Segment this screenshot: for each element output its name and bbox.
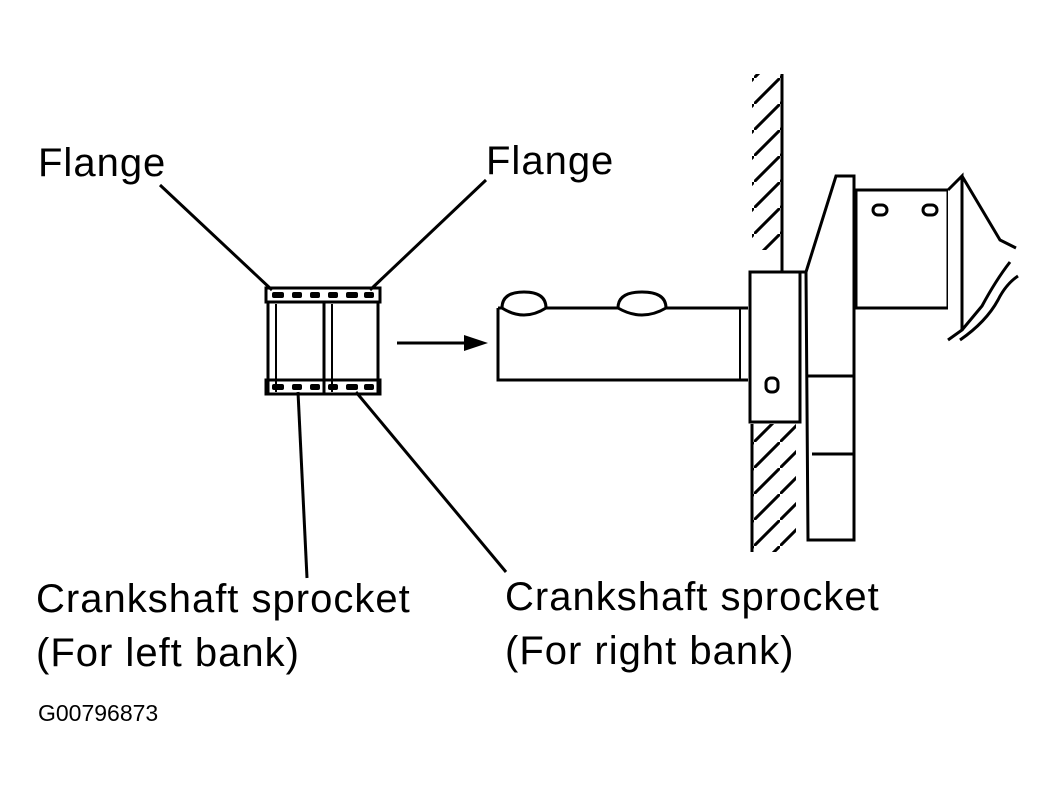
top-flange bbox=[264, 286, 382, 304]
crankshaft bbox=[496, 74, 1019, 552]
sprocket-assembly bbox=[264, 286, 382, 396]
label-flange-left: Flange bbox=[38, 141, 167, 185]
label-sprocket-left-line2: (For left bank) bbox=[36, 631, 300, 675]
label-sprocket-left-line1: Crankshaft sprocket bbox=[36, 577, 411, 621]
crankshaft-nose bbox=[496, 308, 748, 382]
engine-block-hatch-bottom bbox=[752, 424, 796, 552]
leader-lines bbox=[158, 178, 508, 579]
leader-sprocket-left bbox=[296, 391, 309, 579]
install-arrow bbox=[397, 335, 488, 351]
label-sprocket-right-line2: (For right bank) bbox=[505, 629, 795, 673]
crank-pin bbox=[854, 188, 950, 310]
leader-flange-right bbox=[368, 178, 488, 292]
crank-web bbox=[804, 174, 856, 542]
figure-id: G00796873 bbox=[38, 700, 159, 726]
main-journal bbox=[748, 270, 802, 424]
bottom-flange bbox=[264, 378, 382, 396]
label-flange-right: Flange bbox=[486, 139, 615, 183]
leader-flange-left bbox=[158, 183, 274, 292]
woodruff-key-2 bbox=[616, 290, 668, 317]
leader-sprocket-right bbox=[354, 391, 508, 573]
engine-block-hatch-top bbox=[752, 74, 782, 250]
woodruff-key-1 bbox=[500, 290, 548, 317]
label-sprocket-right-line1: Crankshaft sprocket bbox=[505, 575, 880, 619]
